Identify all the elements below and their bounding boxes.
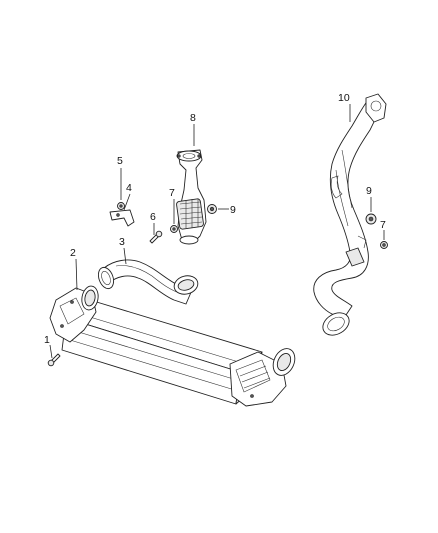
part-3-hose <box>97 259 199 305</box>
callout-3: 3 <box>119 236 125 248</box>
callout-labels: 1 2 3 4 5 6 7 8 9 10 9 7 <box>44 92 386 346</box>
part-7-bolt-right <box>380 241 388 249</box>
part-1-bolt <box>47 353 61 367</box>
callout-9-left: 9 <box>230 204 236 216</box>
callout-7-left: 7 <box>169 187 175 199</box>
callout-2: 2 <box>70 247 76 259</box>
part-9-nut-left <box>207 204 217 214</box>
callout-1: 1 <box>44 334 50 346</box>
leader-4 <box>123 193 131 211</box>
part-6-bolt <box>149 230 163 244</box>
callout-8: 8 <box>190 112 196 124</box>
part-4-bracket <box>109 209 135 227</box>
intercooler-outlet-tank <box>229 348 296 407</box>
callout-9-right: 9 <box>366 185 372 197</box>
callout-7-right: 7 <box>380 219 386 231</box>
part-5-nut <box>117 202 125 210</box>
part-8-outlet-tube <box>176 149 207 245</box>
callout-5: 5 <box>117 155 123 167</box>
callout-4: 4 <box>126 182 132 194</box>
part-9-nut-right <box>365 213 377 225</box>
part-2-inlet-tank <box>49 285 99 343</box>
leader-2 <box>75 258 78 291</box>
callout-6: 6 <box>150 211 156 223</box>
callout-10: 10 <box>338 92 350 104</box>
leader-lines <box>49 104 385 359</box>
leader-1 <box>49 344 53 359</box>
part-10-charge-air-tube <box>313 93 387 336</box>
leader-3 <box>123 247 127 265</box>
part-7-bolt-left <box>170 225 178 233</box>
